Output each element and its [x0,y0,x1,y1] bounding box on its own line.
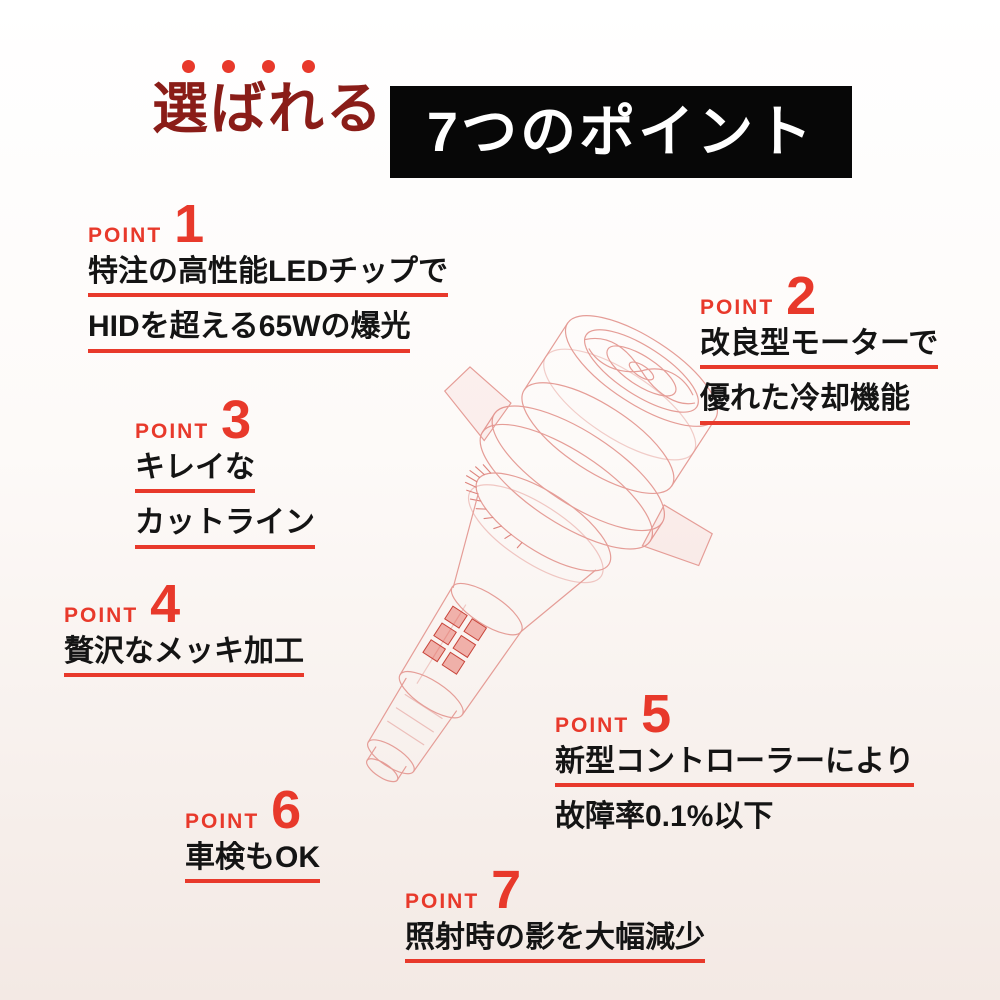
point-4-label: POINT 4 [64,574,304,634]
point-label-text: POINT [135,420,210,443]
point-5-line-1: 新型コントローラーにより [555,745,915,788]
led-bulb-wireframe-illustration [366,315,719,783]
point-label-text: POINT [555,714,630,737]
point-label-text: POINT [185,810,260,833]
point-number: 3 [221,390,252,450]
point-3-line-1: キレイな [135,451,315,494]
point-number: 4 [150,574,181,634]
point-number: 7 [491,860,522,920]
point-1: POINT 1 特注の高性能LEDチップで HIDを超える65Wの爆光 [88,194,448,366]
point-number: 6 [271,780,302,840]
point-7-label: POINT 7 [405,860,705,920]
point-label-text: POINT [700,296,775,319]
accent-dot-icon [302,60,315,73]
accent-dot-icon [182,60,195,73]
point-5-line-2: 故障率0.1%以下 [555,800,774,834]
point-2-line-1: 改良型モーターで [700,327,939,370]
point-1-line-2: HIDを超える65Wの爆光 [88,310,448,353]
point-7: POINT 7 照射時の影を大幅減少 [405,860,705,976]
point-2-line-2: 優れた冷却機能 [700,382,938,425]
accent-dot-icon [222,60,235,73]
point-3-label: POINT 3 [135,390,315,450]
point-number: 2 [786,266,817,326]
point-2-label: POINT 2 [700,266,938,326]
accent-dots [182,60,384,73]
point-label-text: POINT [64,604,139,627]
point-number: 1 [174,194,205,254]
point-label-text: POINT [88,224,163,247]
point-number: 5 [641,684,672,744]
title-accent-block: 選ばれる [152,60,384,137]
point-1-line-1: 特注の高性能LEDチップで [88,255,448,298]
point-7-line-1: 照射時の影を大幅減少 [405,921,705,964]
point-6-label: POINT 6 [185,780,320,840]
point-3-line-2: カットライン [135,506,315,549]
point-4-line-1: 贅沢なメッキ加工 [64,635,304,678]
point-5-label: POINT 5 [555,684,914,744]
accent-dot-icon [262,60,275,73]
point-5: POINT 5 新型コントローラーにより 故障率0.1%以下 [555,684,915,848]
point-label-text: POINT [405,890,480,913]
point-2: POINT 2 改良型モーターで 優れた冷却機能 [700,266,939,438]
title-main: 7つのポイント [426,100,816,163]
title-main-box: 7つのポイント [390,86,852,178]
title-accent: 選ばれる [152,77,384,140]
point-1-label: POINT 1 [88,194,448,254]
point-4: POINT 4 贅沢なメッキ加工 [64,574,304,690]
point-6-line-1: 車検もOK [185,841,320,884]
point-3: POINT 3 キレイな カットライン [135,390,315,562]
point-6: POINT 6 車検もOK [185,780,320,896]
